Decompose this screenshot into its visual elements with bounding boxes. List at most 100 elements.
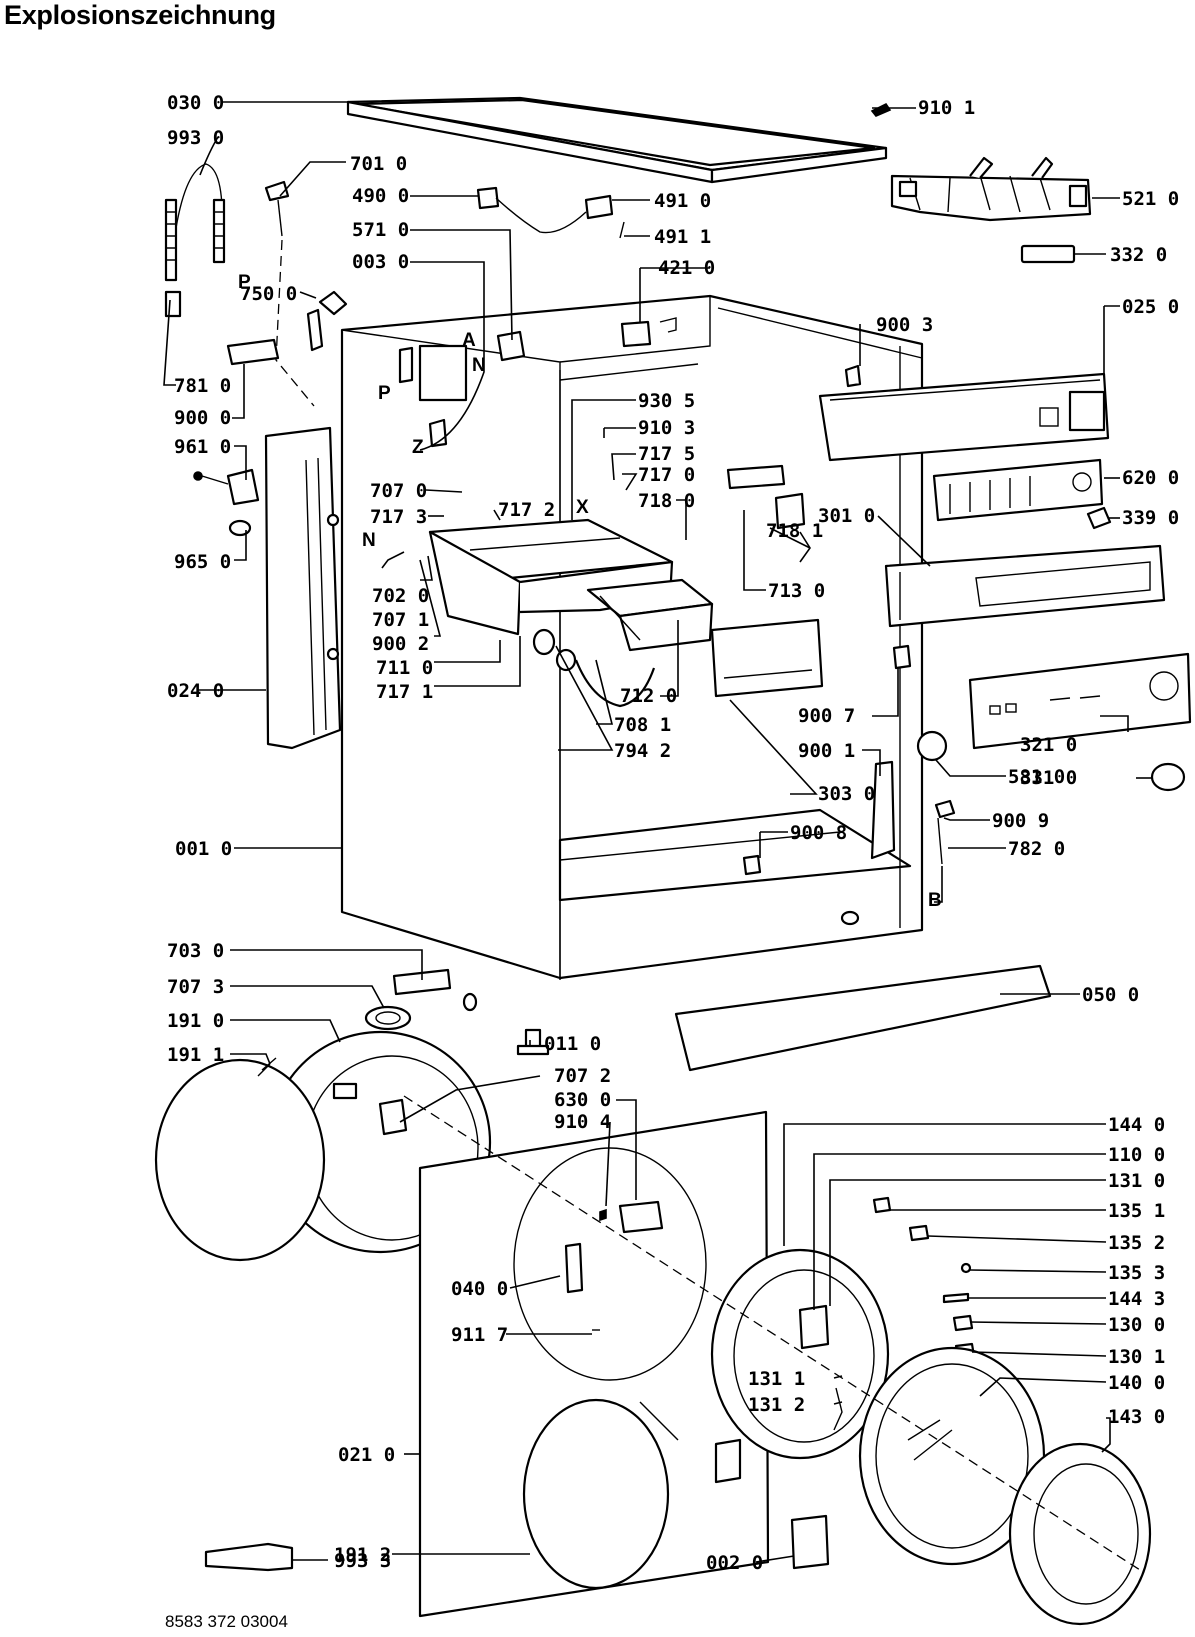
label-021-0: 021 0: [338, 1444, 395, 1466]
door-lock: [618, 1200, 664, 1234]
label-993-3: 993 3: [334, 1550, 391, 1572]
label-900-2: 900 2: [372, 633, 429, 655]
label-191-1: 191 1: [167, 1044, 224, 1066]
bracket-900-0: [226, 338, 280, 366]
marker-z: Z: [412, 437, 424, 458]
document-number: 8583 372 03004: [165, 1612, 288, 1631]
rod-782: [937, 817, 943, 865]
label-025-0: 025 0: [1122, 296, 1179, 318]
seal-707-3: [364, 1005, 412, 1031]
label-135-3: 135 3: [1108, 1262, 1165, 1284]
label-135-1: 135 1: [1108, 1200, 1165, 1222]
label-910-1: 910 1: [918, 97, 975, 119]
top-cover: [346, 96, 888, 184]
marker-p-valve: P: [378, 383, 391, 404]
panel-overlay: [968, 652, 1192, 750]
clip-900-7: [892, 644, 912, 670]
label-900-3: 900 3: [876, 314, 933, 336]
drawer-front: [710, 618, 824, 698]
marker-n-valve: N: [472, 355, 486, 376]
label-571-0: 571 0: [352, 219, 409, 241]
label-331-0: 331 0: [1020, 767, 1077, 789]
spring-135-2: [908, 1224, 930, 1242]
label-961-0: 961 0: [174, 436, 231, 458]
label-707-2: 707 2: [554, 1065, 611, 1087]
label-717-3: 717 3: [370, 506, 427, 528]
label-993-0: 993 0: [167, 127, 224, 149]
label-321-0: 321 0: [1020, 734, 1077, 756]
label-131-1: 131 1: [748, 1368, 805, 1390]
label-781-0: 781 0: [174, 375, 231, 397]
bracket-900-1: [870, 760, 896, 860]
valve-rod: [264, 180, 315, 407]
label-717-0: 717 0: [638, 464, 695, 486]
page-title: Explosionszeichnung: [4, 0, 276, 30]
hinge-040: [564, 1242, 584, 1294]
label-144-3: 144 3: [1108, 1288, 1165, 1310]
inlet-valve: [306, 290, 348, 352]
label-910-4: 910 4: [554, 1111, 611, 1133]
label-965-0: 965 0: [174, 551, 231, 573]
label-900-9: 900 9: [992, 810, 1049, 832]
label-702-0: 702 0: [372, 585, 429, 607]
label-135-2: 135 2: [1108, 1232, 1165, 1254]
label-630-0: 630 0: [554, 1089, 611, 1111]
label-144-0: 144 0: [1108, 1114, 1165, 1136]
label-910-3: 910 3: [638, 417, 695, 439]
label-703-0: 703 0: [167, 940, 224, 962]
label-717-1: 717 1: [376, 681, 433, 703]
seal-965: [228, 519, 252, 537]
label-130-1: 130 1: [1108, 1346, 1165, 1368]
marker-letters: P A N P Z N X B: [238, 272, 942, 911]
label-911-7: 911 7: [451, 1324, 508, 1346]
clamp-ring: [522, 1398, 670, 1590]
label-711-0: 711 0: [376, 657, 433, 679]
label-718-1: 718 1: [766, 520, 823, 542]
washer-135-3: [960, 1262, 972, 1274]
leader-lines: [163, 101, 1152, 1563]
label-011-0: 011 0: [544, 1033, 601, 1055]
label-620-0: 620 0: [1122, 467, 1179, 489]
label-707-1: 707 1: [372, 609, 429, 631]
label-339-0: 339 0: [1122, 507, 1179, 529]
part-339: [1086, 506, 1112, 530]
dispenser-hose: [574, 659, 656, 708]
label-717-2: 717 2: [498, 499, 555, 521]
part-713: [726, 464, 786, 490]
capacitor: [1020, 244, 1076, 264]
label-521-0: 521 0: [1122, 188, 1179, 210]
clip-900-8: [742, 854, 762, 876]
door-outer: [1008, 1442, 1152, 1626]
label-131-2: 131 2: [748, 1394, 805, 1416]
label-143-0: 143 0: [1108, 1406, 1165, 1428]
tool-993-3: [204, 1542, 294, 1572]
label-003-0: 003 0: [352, 251, 409, 273]
label-900-7: 900 7: [798, 705, 855, 727]
filter-clip: [659, 317, 677, 333]
label-002-0: 002 0: [706, 1552, 763, 1574]
marker-p-hose: P: [238, 272, 251, 293]
label-040-0: 040 0: [451, 1278, 508, 1300]
detergent-drawer: [586, 578, 714, 652]
label-708-1: 708 1: [614, 714, 671, 736]
electronic-board: [932, 458, 1104, 522]
label-707-0: 707 0: [370, 480, 427, 502]
label-491-1: 491 1: [654, 226, 711, 248]
label-900-1: 900 1: [798, 740, 855, 762]
door-ring: [710, 1248, 890, 1460]
label-024-0: 024 0: [167, 680, 224, 702]
label-713-0: 713 0: [768, 580, 825, 602]
label-301-0: 301 0: [818, 505, 875, 527]
programmer-unit: [890, 156, 1092, 222]
label-110-0: 110 0: [1108, 1144, 1165, 1166]
screw-910-1: [870, 102, 892, 117]
rear-gasket: [154, 1058, 326, 1262]
front-panel: [418, 1110, 770, 1618]
parts-drawing: [154, 96, 1192, 1626]
screw-910-4: [599, 1208, 607, 1222]
marker-b: B: [928, 890, 942, 911]
label-131-0: 131 0: [1108, 1170, 1165, 1192]
clip-900-3: [844, 364, 862, 388]
part-718-1: [774, 492, 806, 530]
